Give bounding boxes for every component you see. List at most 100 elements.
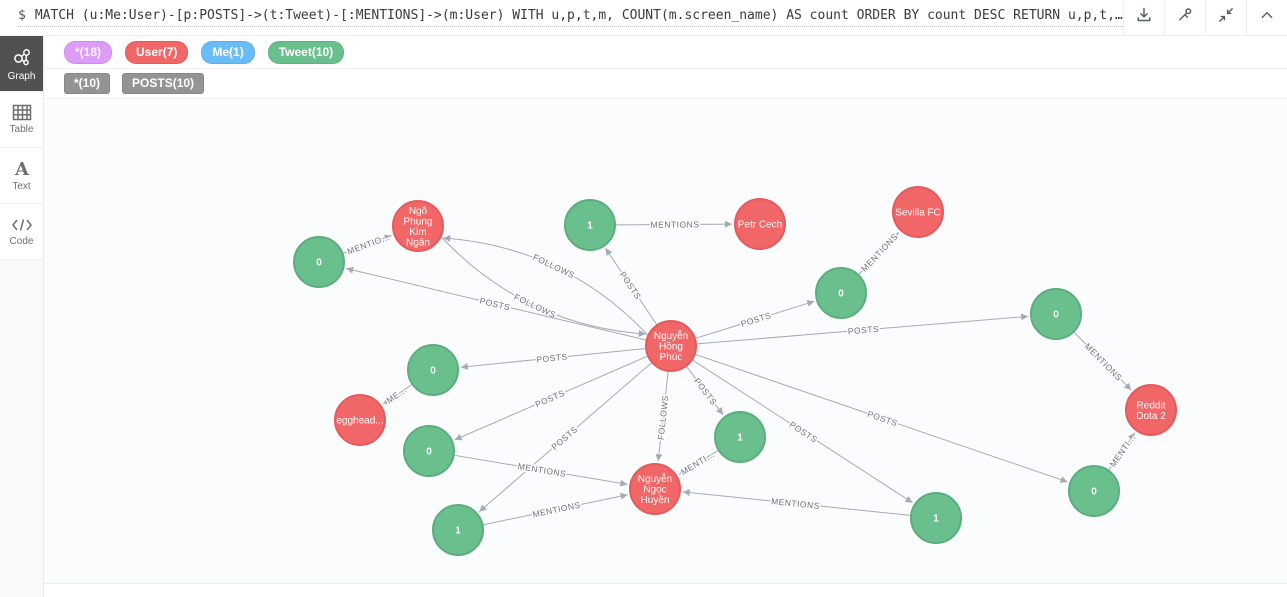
edge-tC-sevilla[interactable] [858, 231, 900, 275]
node-circle[interactable] [645, 320, 697, 372]
graph-canvas-svg[interactable]: FOLLOWSFOLLOWSFOLLOWSPOSTSPOSTSPOSTSPOST… [44, 99, 1286, 582]
edge-label: MENTI... [679, 449, 716, 477]
node-label-chip-user7[interactable]: User(7) [125, 40, 189, 64]
edge-phuc-huyen[interactable] [655, 371, 669, 462]
node-caption: Dota 2 [1136, 411, 1166, 422]
sidebar-filler [0, 260, 43, 597]
download-button[interactable] [1123, 0, 1164, 35]
edge-label: MENTIONS [859, 231, 900, 273]
node-circle[interactable] [293, 236, 345, 288]
chevron-up-icon [1257, 5, 1277, 30]
graph-node-sevilla[interactable]: Sevilla FC [892, 186, 944, 238]
node-circle[interactable] [910, 492, 962, 544]
node-circle[interactable] [407, 344, 459, 396]
graph-node-tB[interactable]: 1 [564, 199, 616, 251]
graph-node-tC[interactable]: 0 [815, 267, 867, 319]
rel-type-chip-*10[interactable]: *(10) [64, 73, 111, 94]
sidebar-item-label: Text [12, 181, 31, 192]
graph-node-tI[interactable]: 1 [910, 492, 962, 544]
node-caption: 0 [1091, 487, 1097, 498]
node-caption: Ngọc [643, 485, 666, 496]
edge-label: POSTS [534, 388, 567, 410]
sidebar-item-label: Table [9, 124, 34, 135]
edge-label: POSTS [549, 424, 579, 452]
edge-phuc-ngan[interactable] [443, 235, 648, 336]
graph-node-tA[interactable]: 0 [293, 236, 345, 288]
node-circle[interactable] [1068, 465, 1120, 517]
edge-tG-huyen[interactable] [483, 492, 628, 526]
edge-tD-reddit[interactable] [1073, 332, 1132, 391]
node-circle[interactable] [334, 394, 386, 446]
node-label-chip-*18[interactable]: *(18) [64, 40, 113, 64]
edge-label: MENTIO... [346, 232, 391, 257]
node-circle[interactable] [714, 411, 766, 463]
node-caption: 0 [1053, 310, 1059, 321]
node-circle[interactable] [1030, 288, 1082, 340]
graph-node-egghead[interactable]: egghead... [334, 394, 386, 446]
graph-node-tF[interactable]: 0 [403, 425, 455, 477]
node-circle[interactable] [403, 425, 455, 477]
edge-phuc-tC[interactable] [695, 300, 815, 339]
cypher-query-text: MATCH (u:Me:User)-[p:POSTS]->(t:Tweet)-[… [34, 8, 1123, 23]
graph-node-tE[interactable]: 0 [407, 344, 459, 396]
graph-node-tJ[interactable]: 0 [1068, 465, 1120, 517]
code-icon [10, 217, 34, 233]
node-circle[interactable] [629, 463, 681, 515]
edge-tI-huyen[interactable] [682, 489, 911, 516]
edge-tF-huyen[interactable] [454, 454, 628, 487]
edge-phuc-tA[interactable] [346, 266, 646, 341]
node-circle[interactable] [432, 504, 484, 556]
graph-node-petr[interactable]: Petr Cech [734, 198, 786, 250]
node-circle[interactable] [1125, 384, 1177, 436]
pin-button[interactable] [1164, 0, 1205, 35]
node-caption: Nguyễn [654, 329, 688, 342]
rel-type-chip-posts10[interactable]: POSTS(10) [122, 73, 205, 94]
edge-label: POSTS [788, 419, 820, 444]
node-circle[interactable] [734, 198, 786, 250]
edge-phuc-tI[interactable] [692, 359, 913, 504]
edge-phuc-tD[interactable] [696, 313, 1029, 345]
edge-phuc-tJ[interactable] [695, 353, 1068, 483]
node-circle[interactable] [392, 200, 444, 252]
edge-tE-egghead[interactable] [382, 384, 412, 405]
edge-tH-huyen[interactable] [678, 450, 719, 475]
sidebar-item-code[interactable]: Code [0, 204, 43, 260]
collapse-button[interactable] [1205, 0, 1246, 35]
node-label-chip-tweet10[interactable]: Tweet(10) [267, 40, 345, 64]
collapse-icon [1216, 5, 1236, 30]
node-caption: Nguyễn [638, 472, 672, 485]
node-label-chip-me1[interactable]: Me(1) [201, 40, 255, 64]
chevron-up-button[interactable] [1246, 0, 1287, 35]
sidebar-item-text[interactable]: A Text [0, 148, 43, 204]
edge-phuc-tB[interactable] [605, 247, 657, 325]
table-icon [12, 104, 32, 121]
download-icon [1134, 5, 1154, 30]
graph-node-tG[interactable]: 1 [432, 504, 484, 556]
node-circle[interactable] [815, 267, 867, 319]
text-icon: A [12, 159, 32, 178]
edge-phuc-tH[interactable] [686, 366, 724, 415]
sidebar-item-graph[interactable]: Graph [0, 36, 43, 92]
cypher-query[interactable]: $MATCH (u:Me:User)-[p:POSTS]->(t:Tweet)-… [18, 8, 1123, 27]
edge-tB-petr[interactable] [615, 220, 733, 228]
edge-tJ-reddit[interactable] [1108, 432, 1136, 471]
cypher-editor[interactable]: $MATCH (u:Me:User)-[p:POSTS]->(t:Tweet)-… [0, 0, 1123, 35]
edge-phuc-tE[interactable] [460, 348, 646, 370]
graph-node-tH[interactable]: 1 [714, 411, 766, 463]
graph-node-tD[interactable]: 0 [1030, 288, 1082, 340]
edge-label: POSTS [479, 296, 512, 313]
edge-tA-ngan[interactable] [343, 234, 392, 254]
sidebar-item-table[interactable]: Table [0, 92, 43, 148]
edge-phuc-tF[interactable] [454, 355, 648, 441]
node-circle[interactable] [564, 199, 616, 251]
node-circle[interactable] [892, 186, 944, 238]
edge-ngan-phuc[interactable] [441, 236, 646, 337]
edge-phuc-tG[interactable] [478, 362, 652, 513]
node-caption: Kim [409, 227, 426, 238]
